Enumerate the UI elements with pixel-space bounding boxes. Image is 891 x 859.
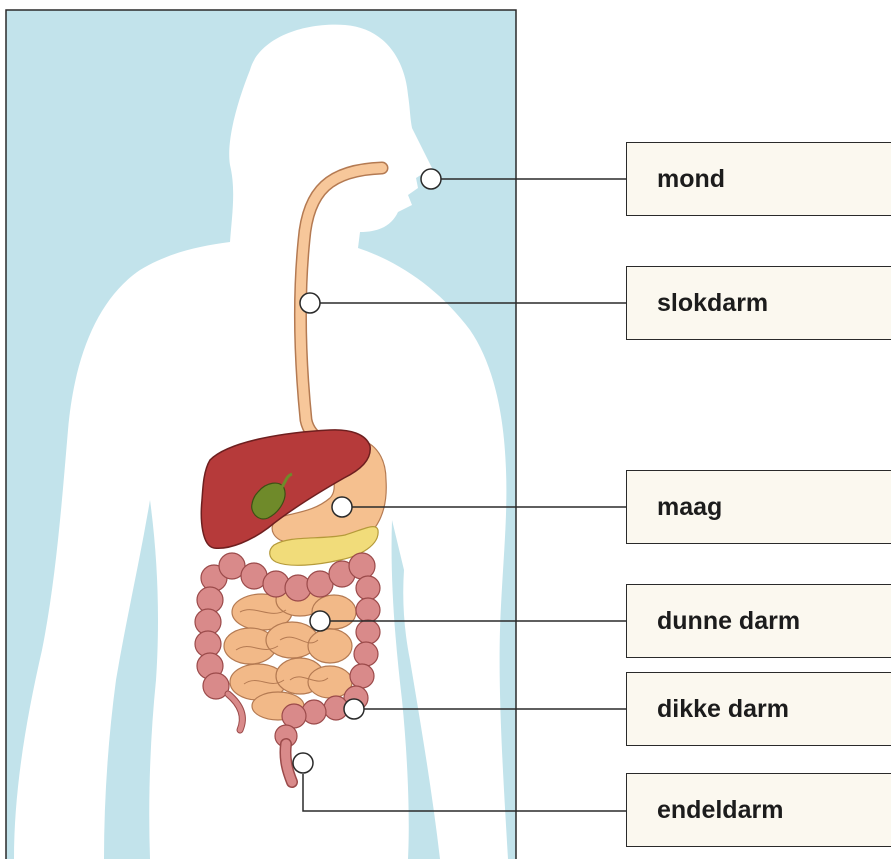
marker-slokdarm [300, 293, 320, 313]
label-maag-text: maag [657, 493, 722, 522]
label-slokdarm: slokdarm [626, 266, 891, 340]
label-endeldarm-text: endeldarm [657, 796, 783, 825]
label-maag: maag [626, 470, 891, 544]
label-dikke-darm: dikke darm [626, 672, 891, 746]
label-slokdarm-text: slokdarm [657, 289, 768, 318]
marker-dikke-darm [344, 699, 364, 719]
marker-mond [421, 169, 441, 189]
marker-endeldarm [293, 753, 313, 773]
label-endeldarm: endeldarm [626, 773, 891, 847]
label-dunne-darm: dunne darm [626, 584, 891, 658]
marker-maag [332, 497, 352, 517]
marker-dunne-darm [310, 611, 330, 631]
label-mond: mond [626, 142, 891, 216]
label-dikke-darm-text: dikke darm [657, 695, 789, 724]
label-dunne-darm-text: dunne darm [657, 607, 800, 636]
label-mond-text: mond [657, 165, 725, 194]
